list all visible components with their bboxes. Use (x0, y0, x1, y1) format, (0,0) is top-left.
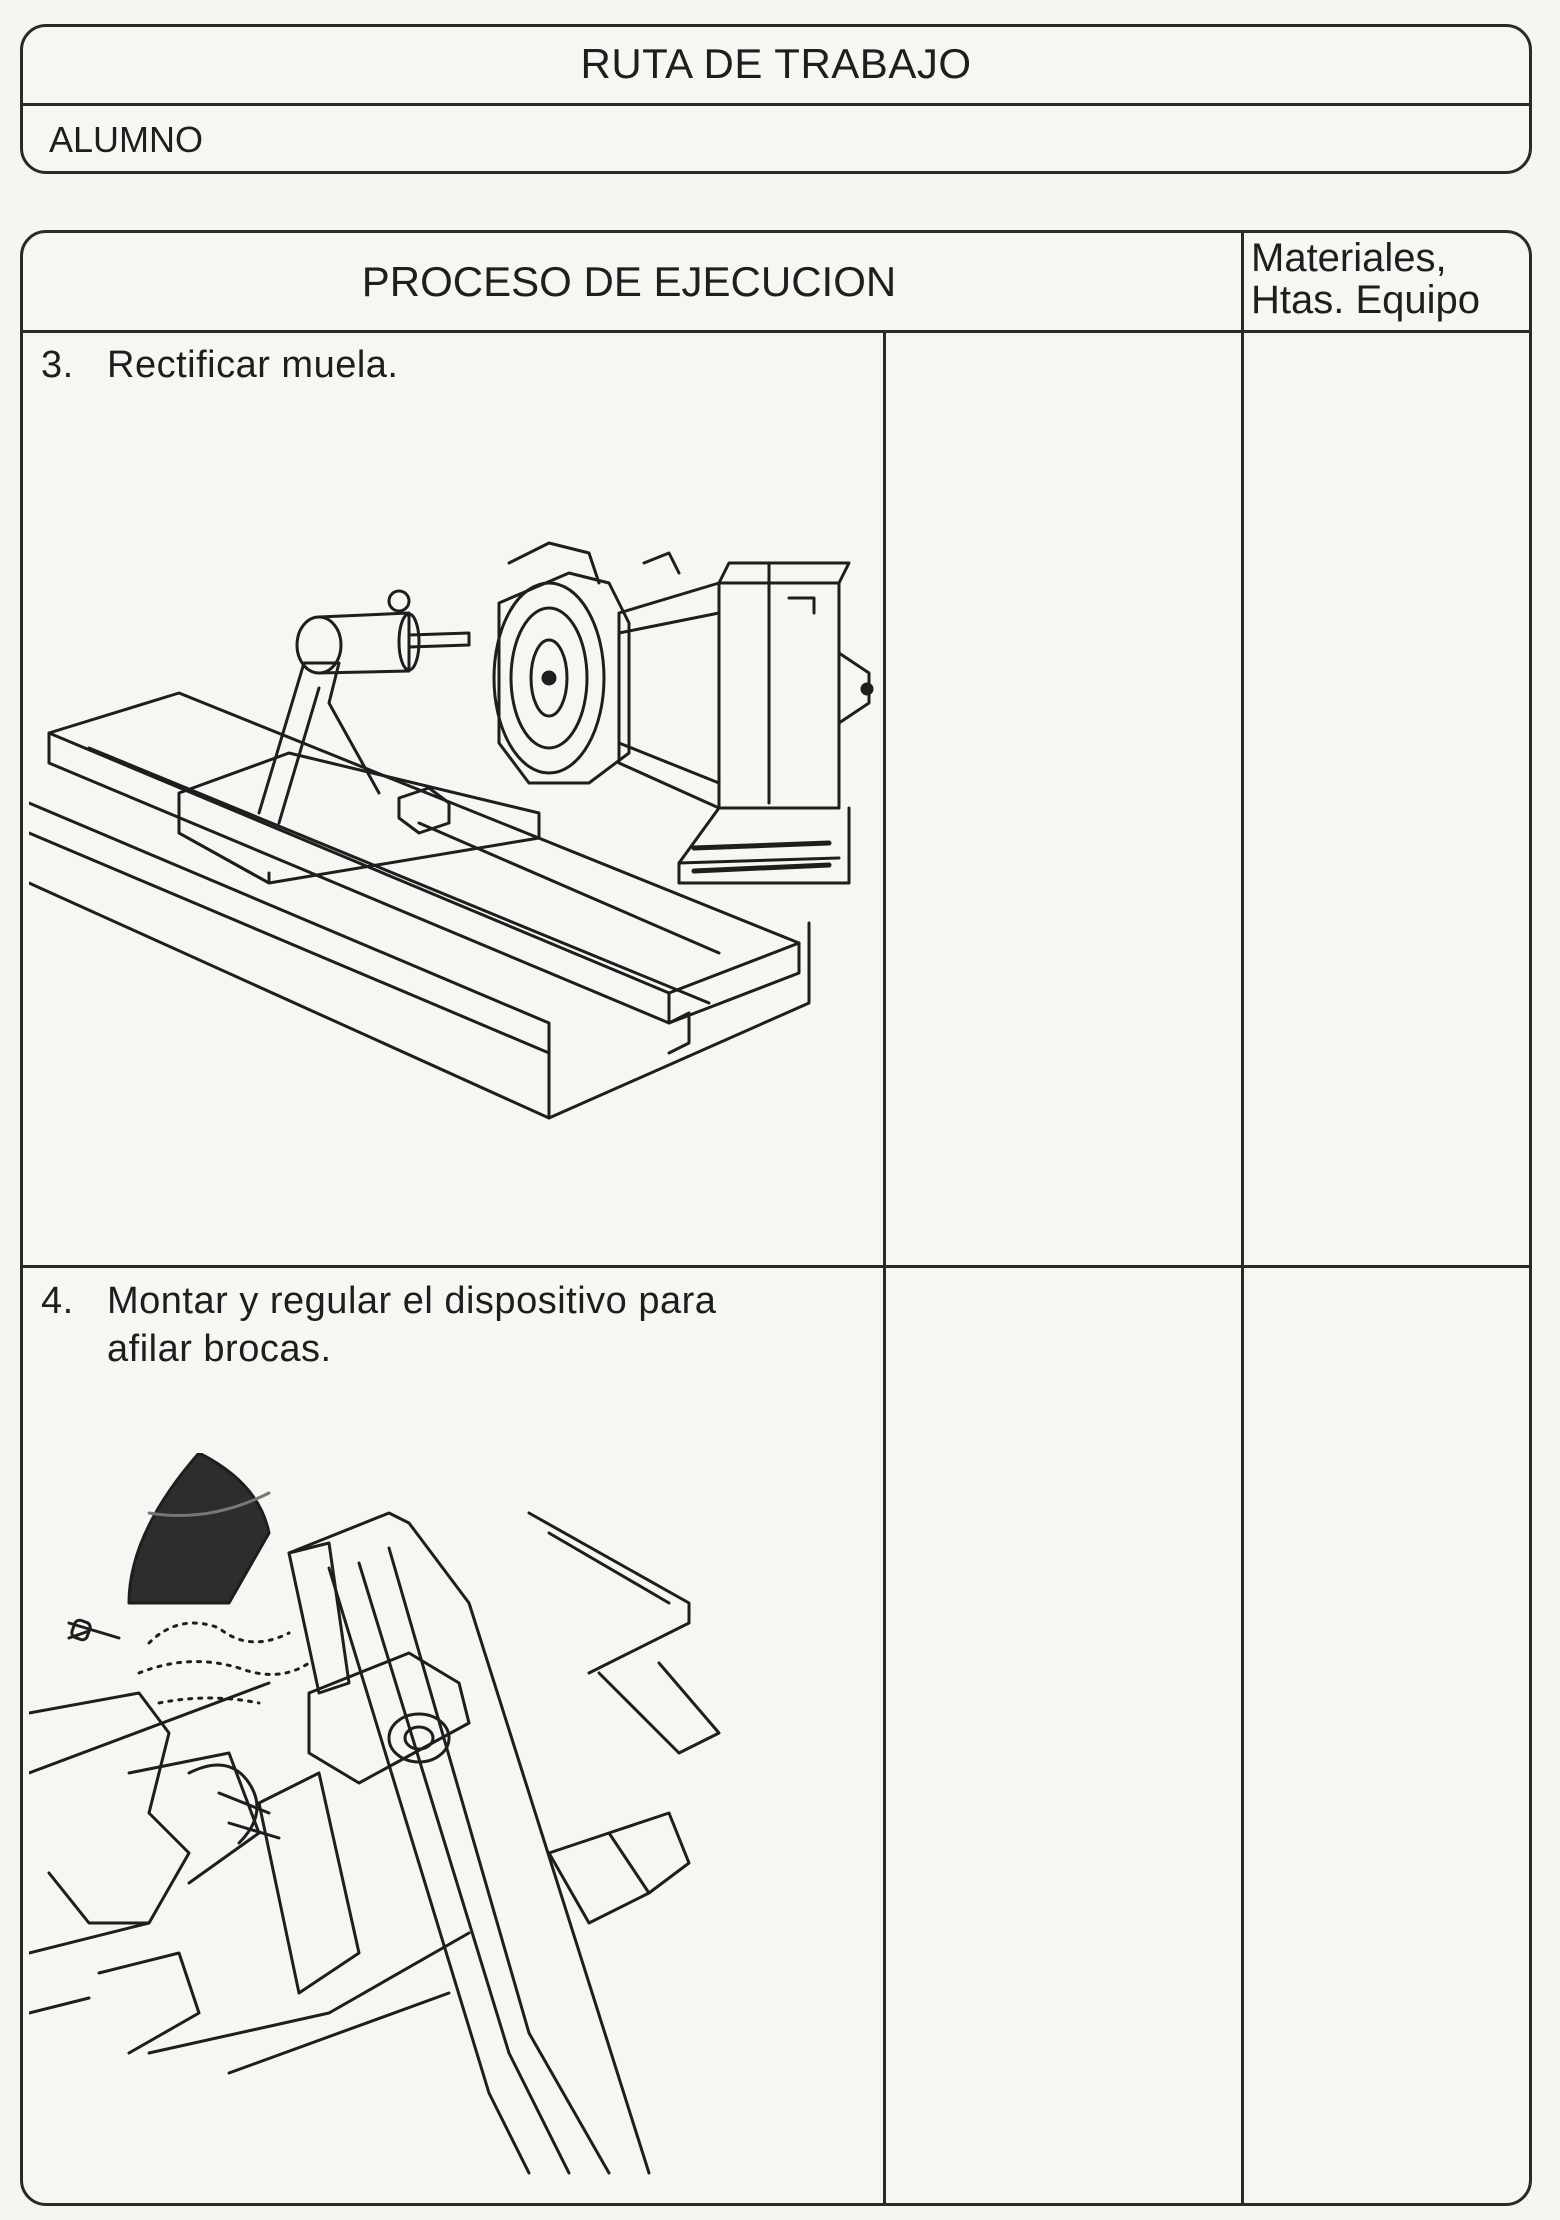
grinding-machine-illustration (29, 503, 875, 1123)
header-row-divider (23, 330, 1529, 333)
step-4-description-line1: Montar y regular el dispositivo para (107, 1280, 717, 1322)
materials-column-divider (1241, 233, 1244, 2203)
step-3-description: Rectificar muela. (107, 344, 399, 386)
materials-header-line2: Htas. Equipo (1251, 278, 1481, 322)
student-label: ALUMNO (49, 119, 204, 160)
header-divider (23, 103, 1529, 106)
process-table: PROCESO DE EJECUCION Materiales, Htas. E… (20, 230, 1532, 2206)
materials-header: Materiales, Htas. Equipo (1245, 237, 1541, 321)
step-row-divider (23, 1265, 1529, 1268)
step-4-text: 4. Montar y regular el dispositivo para a… (41, 1277, 716, 1373)
step-4-description-line2: afilar brocas. (107, 1328, 332, 1370)
step-4-number: 4. (41, 1280, 74, 1322)
step-3-number: 3. (41, 344, 74, 386)
step-3-text: 3. Rectificar muela. (41, 341, 398, 389)
document-title: RUTA DE TRABAJO (580, 40, 972, 87)
process-header: PROCESO DE EJECUCION (361, 257, 897, 305)
drill-sharpening-device-illustration (29, 1453, 875, 2193)
header-box: RUTA DE TRABAJO ALUMNO (20, 24, 1532, 174)
materials-header-line1: Materiales, (1251, 236, 1447, 280)
